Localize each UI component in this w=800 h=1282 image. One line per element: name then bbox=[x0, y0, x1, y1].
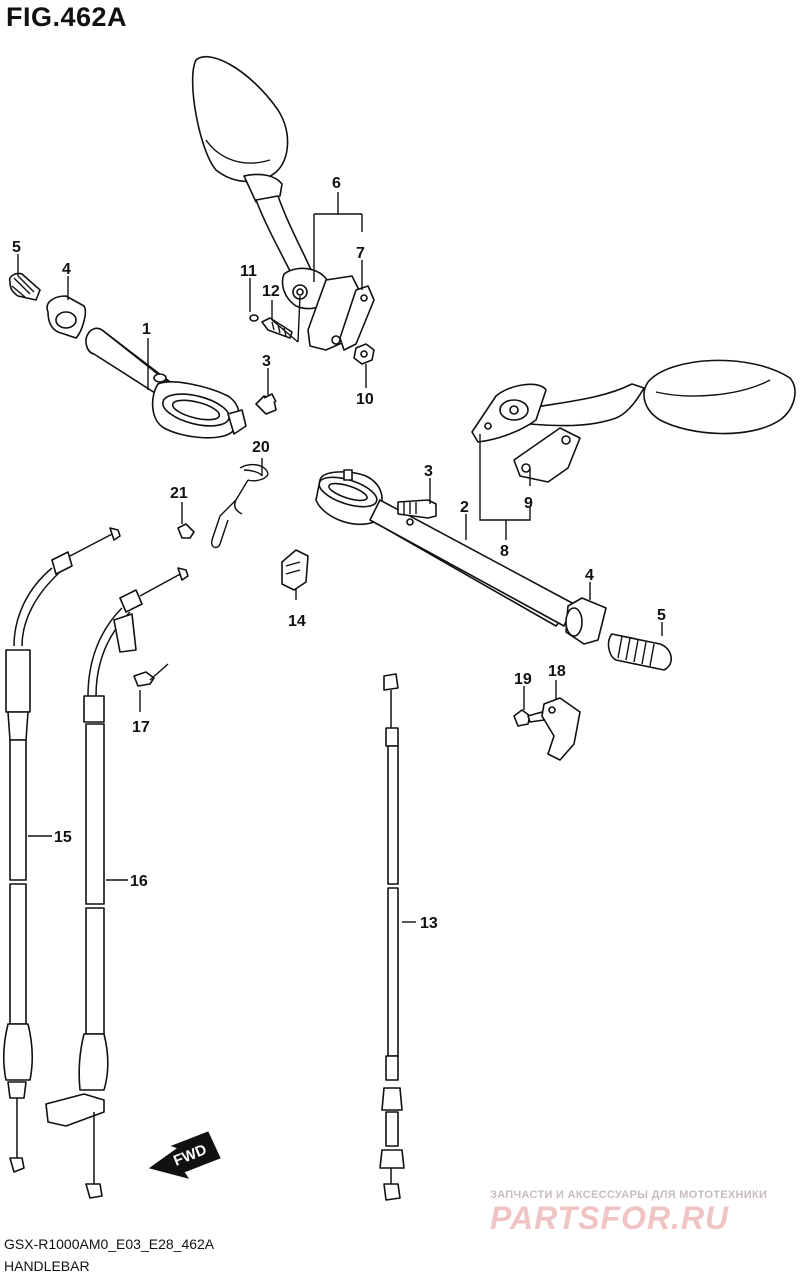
callout-9: 9 bbox=[524, 495, 533, 512]
clamp-bolt-right[interactable] bbox=[397, 499, 437, 519]
clamp-bolt-upper[interactable] bbox=[255, 393, 277, 415]
throttle-cable-15[interactable] bbox=[3, 527, 121, 1173]
watermark-tagline: ЗАПЧАСТИ И АКСЕССУАРЫ ДЛЯ МОТОТЕХНИКИ bbox=[490, 1189, 768, 1201]
callout-1: 1 bbox=[142, 321, 151, 338]
bar-end-weight-right[interactable] bbox=[607, 633, 672, 671]
callout-3-right: 3 bbox=[424, 463, 433, 480]
grip-collar-left[interactable] bbox=[46, 295, 87, 339]
callout-7: 7 bbox=[356, 245, 365, 262]
callout-20: 20 bbox=[252, 439, 270, 456]
callout-12: 12 bbox=[262, 283, 280, 300]
callout-17: 17 bbox=[132, 719, 150, 736]
left-mirror[interactable] bbox=[191, 55, 361, 351]
mirror-bracket-plate-right[interactable] bbox=[513, 427, 581, 483]
washer-11[interactable] bbox=[249, 314, 259, 322]
figure-code: GSX-R1000AM0_E03_E28_462A bbox=[4, 1236, 215, 1252]
left-handlebar[interactable] bbox=[85, 327, 247, 439]
mirror-bracket-plate-left[interactable] bbox=[339, 285, 375, 351]
callout-5-left: 5 bbox=[12, 239, 21, 256]
callout-21: 21 bbox=[170, 485, 188, 502]
fwd-arrow-icon: FWD bbox=[148, 1131, 221, 1179]
callout-2: 2 bbox=[460, 499, 469, 516]
cable-guide-14[interactable] bbox=[281, 549, 309, 591]
grip-collar-right[interactable] bbox=[565, 597, 607, 645]
callout-3-upper: 3 bbox=[262, 353, 271, 370]
callout-15: 15 bbox=[54, 829, 72, 846]
bar-end-weight-left[interactable] bbox=[8, 272, 41, 301]
screw-21[interactable] bbox=[177, 523, 195, 539]
right-handlebar[interactable] bbox=[315, 469, 575, 627]
callout-11: 11 bbox=[240, 263, 257, 280]
callout-4-right: 4 bbox=[585, 567, 594, 584]
cable-clip-20[interactable] bbox=[210, 463, 269, 549]
callout-numbers: 1 2 3 3 4 4 5 5 6 7 8 9 10 11 12 13 14 1… bbox=[12, 175, 666, 932]
watermark-brand: PARTSFOR.RU bbox=[490, 1200, 730, 1236]
screw-17[interactable] bbox=[133, 663, 169, 687]
callout-8: 8 bbox=[500, 543, 509, 560]
throttle-cable-16[interactable] bbox=[45, 567, 189, 1199]
leader-lines bbox=[17, 192, 663, 923]
callout-18: 18 bbox=[548, 663, 566, 680]
figure-title: FIG.462A bbox=[6, 2, 128, 32]
mirror-nut-left[interactable] bbox=[353, 343, 375, 365]
callout-4-left: 4 bbox=[62, 261, 71, 278]
bolt-12[interactable] bbox=[261, 317, 293, 339]
callout-19: 19 bbox=[514, 671, 532, 688]
callout-13: 13 bbox=[420, 915, 438, 932]
figure-name: HANDLEBAR bbox=[4, 1258, 90, 1274]
callout-14: 14 bbox=[288, 613, 306, 630]
callout-5-right: 5 bbox=[657, 607, 666, 624]
clutch-cable-13[interactable] bbox=[379, 673, 405, 1201]
callout-10: 10 bbox=[356, 391, 374, 408]
right-mirror[interactable] bbox=[471, 359, 796, 443]
bracket-18[interactable] bbox=[541, 697, 581, 761]
bolt-19[interactable] bbox=[513, 709, 545, 727]
callout-6: 6 bbox=[332, 175, 341, 192]
callout-16: 16 bbox=[130, 873, 148, 890]
